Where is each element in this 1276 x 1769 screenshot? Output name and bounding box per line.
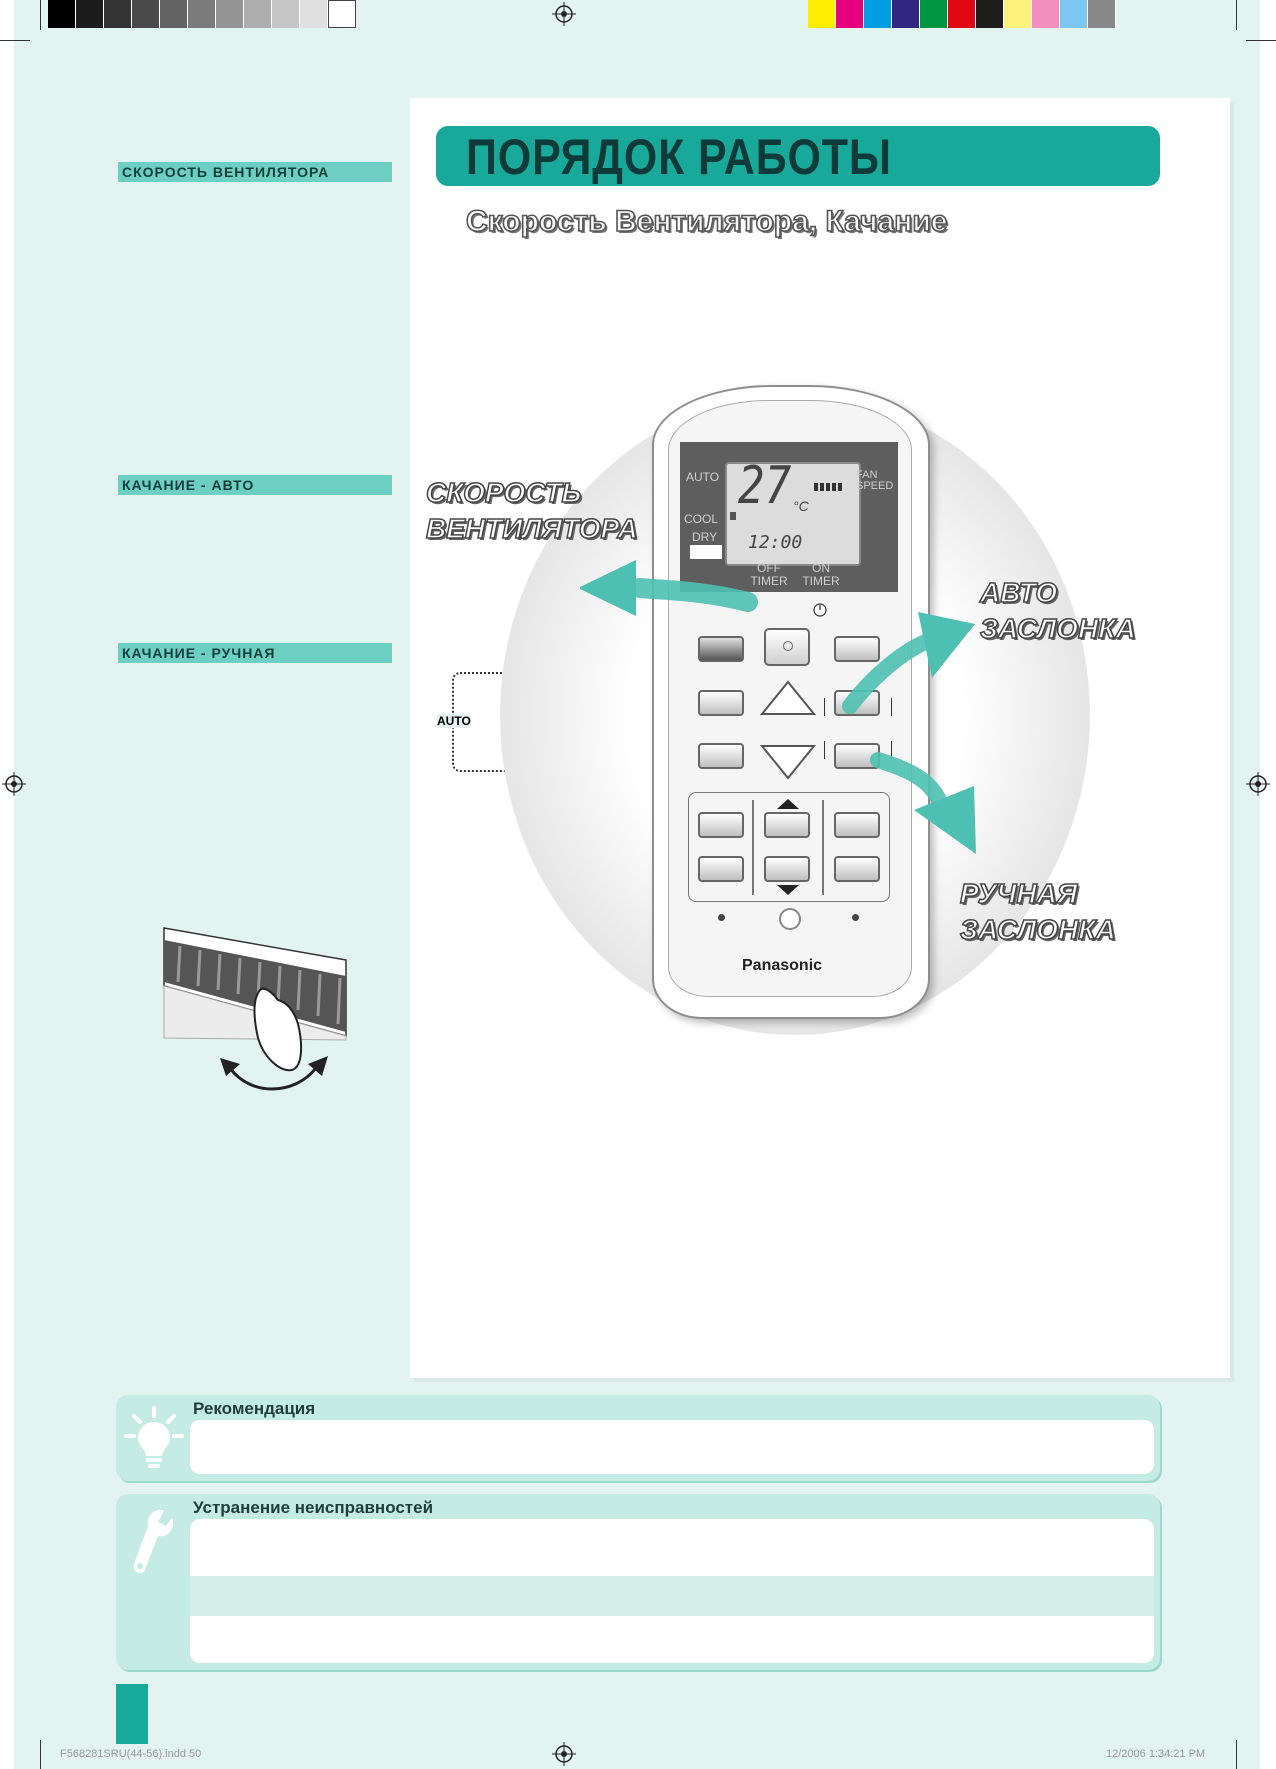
fan-speed-auto-label: AUTO bbox=[437, 714, 471, 728]
check-button[interactable] bbox=[718, 914, 725, 921]
tip-title: Рекомендация bbox=[193, 1399, 316, 1418]
temperature-unit: °C bbox=[793, 498, 809, 514]
keypad-divider bbox=[822, 800, 824, 895]
reset-button[interactable] bbox=[779, 908, 801, 930]
off-timer-label: OFF TIMER bbox=[750, 561, 788, 588]
temperature-readout: 27 bbox=[738, 456, 792, 516]
callout-manual-line1: РУЧНАЯ bbox=[959, 877, 1078, 910]
mode-indicator bbox=[690, 545, 722, 559]
grayscale-bar bbox=[48, 0, 356, 28]
crop-mark bbox=[1236, 0, 1237, 30]
mode-dry-label: DRY bbox=[692, 530, 718, 544]
page-subtitle: Скорость Вентилятора, Качание bbox=[465, 204, 948, 239]
callout-manual-line2: ЗАСЛОНКА bbox=[959, 913, 1116, 946]
timer-cancel-button[interactable] bbox=[834, 856, 880, 882]
on-timer-button[interactable] bbox=[834, 812, 880, 838]
temp-down-button[interactable] bbox=[760, 744, 816, 780]
fan-speed-bars-icon bbox=[814, 483, 842, 491]
powerful-button[interactable] bbox=[834, 636, 880, 662]
mode-cursor bbox=[730, 512, 736, 520]
troubleshooting-row-shaded bbox=[190, 1576, 1154, 1616]
crop-mark bbox=[1246, 40, 1276, 41]
timer-down-icon bbox=[777, 885, 799, 895]
title-bar bbox=[436, 126, 1160, 186]
fan-speed-label: FAN SPEED bbox=[856, 469, 894, 492]
page-tab bbox=[116, 1684, 148, 1744]
section-label-swing-auto: КАЧАНИЕ - АВТО bbox=[118, 475, 392, 495]
ac-reset-button[interactable] bbox=[852, 914, 859, 921]
footer-date: 12/2006 1:34:21 PM bbox=[1106, 1748, 1206, 1760]
crop-mark bbox=[0, 40, 30, 41]
callout-auto-line2: ЗАСЛОНКА bbox=[979, 612, 1136, 645]
wrench-icon bbox=[133, 1509, 174, 1574]
off-timer-button[interactable] bbox=[698, 812, 744, 838]
page-title: ПОРЯДОК РАБОТЫ bbox=[466, 129, 892, 185]
section-label-fan-speed: СКОРОСТЬ ВЕНТИЛЯТОРА bbox=[118, 162, 392, 182]
brand-logo: Panasonic bbox=[742, 957, 823, 974]
footer-file: F568281SRU(44-56).indd 50 bbox=[60, 1748, 202, 1760]
on-timer-label: ON TIMER bbox=[802, 561, 840, 588]
callout-arrows bbox=[580, 560, 976, 854]
mode-cool-label: COOL bbox=[684, 512, 719, 526]
keypad-divider bbox=[752, 800, 754, 895]
timer-up-icon bbox=[777, 799, 799, 809]
clock-readout: 12:00 bbox=[748, 532, 803, 553]
troubleshooting-title: Устранение неисправностей bbox=[193, 1498, 434, 1517]
crop-mark bbox=[40, 1740, 41, 1769]
registration-mark-left bbox=[2, 772, 26, 796]
crop-mark bbox=[1236, 1740, 1237, 1769]
callout-fan-speed-line2: ВЕНТИЛЯТОРА bbox=[425, 512, 638, 545]
power-button-dot bbox=[783, 641, 793, 651]
registration-mark-top bbox=[552, 2, 576, 26]
mode-auto-label: AUTO bbox=[686, 470, 720, 484]
callout-fan-speed-line1: СКОРОСТЬ bbox=[425, 476, 582, 509]
remote-lcd bbox=[725, 462, 861, 566]
lightbulb-icon bbox=[124, 1406, 184, 1468]
fan-speed-button[interactable] bbox=[698, 690, 744, 716]
clock-button[interactable] bbox=[698, 856, 744, 882]
manual-louver-illustration bbox=[163, 927, 347, 1091]
swing-bracket bbox=[824, 741, 892, 759]
swing-bracket bbox=[824, 698, 892, 716]
temp-up-button[interactable] bbox=[760, 680, 816, 716]
registration-mark-bottom bbox=[552, 1742, 576, 1766]
section-label-swing-manual: КАЧАНИЕ - РУЧНАЯ bbox=[118, 643, 392, 663]
callout-auto-line1: АВТО bbox=[979, 576, 1058, 609]
sleep-button[interactable] bbox=[698, 743, 744, 769]
tip-content bbox=[190, 1420, 1154, 1474]
registration-mark-right bbox=[1246, 772, 1270, 796]
crop-mark bbox=[40, 0, 41, 30]
timer-up-button[interactable] bbox=[764, 812, 810, 838]
timer-down-button[interactable] bbox=[764, 856, 810, 882]
color-bar bbox=[808, 0, 1116, 28]
power-icon bbox=[813, 603, 827, 617]
timer-keypad bbox=[688, 792, 890, 902]
mode-button[interactable] bbox=[698, 636, 744, 662]
